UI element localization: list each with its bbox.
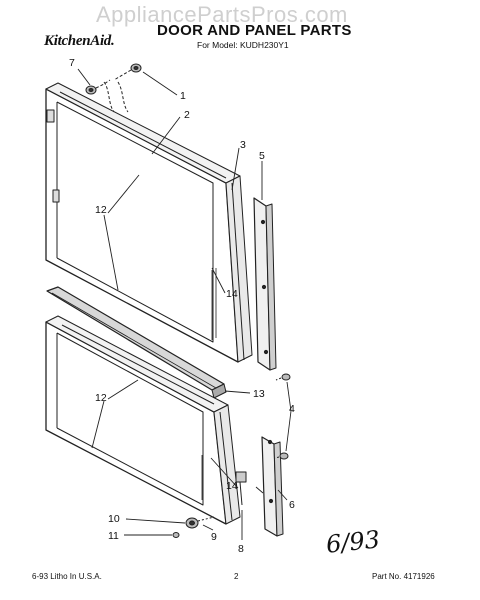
callout-8: 8 xyxy=(238,543,244,555)
lower-door-panel xyxy=(45,315,247,525)
upper-screws xyxy=(85,63,142,113)
callout-14-upper: 14 xyxy=(226,288,238,300)
callout-3: 3 xyxy=(240,139,246,151)
brand-logo: KitchenAid. xyxy=(44,33,115,49)
callout-12-lower: 12 xyxy=(95,392,107,404)
callout-1: 1 xyxy=(180,90,186,102)
callout-labels: 7 1 2 3 5 12 14 13 4 12 14 6 10 11 9 8 xyxy=(69,57,295,555)
callout-11: 11 xyxy=(108,530,119,542)
callout-13: 13 xyxy=(253,388,265,400)
footer-litho: 6-93 Litho In U.S.A. xyxy=(32,572,102,581)
handwritten-date-note: 6/93 xyxy=(324,525,382,559)
callout-7: 7 xyxy=(69,57,75,69)
callout-14-lower: 14 xyxy=(226,480,238,492)
callout-5: 5 xyxy=(259,150,265,162)
callout-4: 4 xyxy=(289,403,295,415)
side-screws xyxy=(274,373,291,460)
model-label: For Model: KUDH230Y1 xyxy=(197,40,289,50)
callout-10: 10 xyxy=(108,513,120,525)
part-number: Part No. 4171926 xyxy=(372,572,435,581)
upper-door-panel xyxy=(45,82,253,363)
callout-12-upper: 12 xyxy=(95,204,107,216)
lower-side-strip xyxy=(261,436,284,537)
watermark: AppliancePartsPros.com xyxy=(96,2,348,27)
leader-lines xyxy=(77,68,292,540)
callout-6: 6 xyxy=(289,499,295,511)
page-number: 2 xyxy=(234,572,239,581)
callout-9: 9 xyxy=(211,531,217,543)
bottom-hinge-parts xyxy=(172,516,215,538)
upper-side-strip xyxy=(253,197,277,371)
middle-trim-strip xyxy=(46,286,227,399)
page-title: DOOR AND PANEL PARTS xyxy=(157,22,352,39)
callout-2: 2 xyxy=(184,109,190,121)
